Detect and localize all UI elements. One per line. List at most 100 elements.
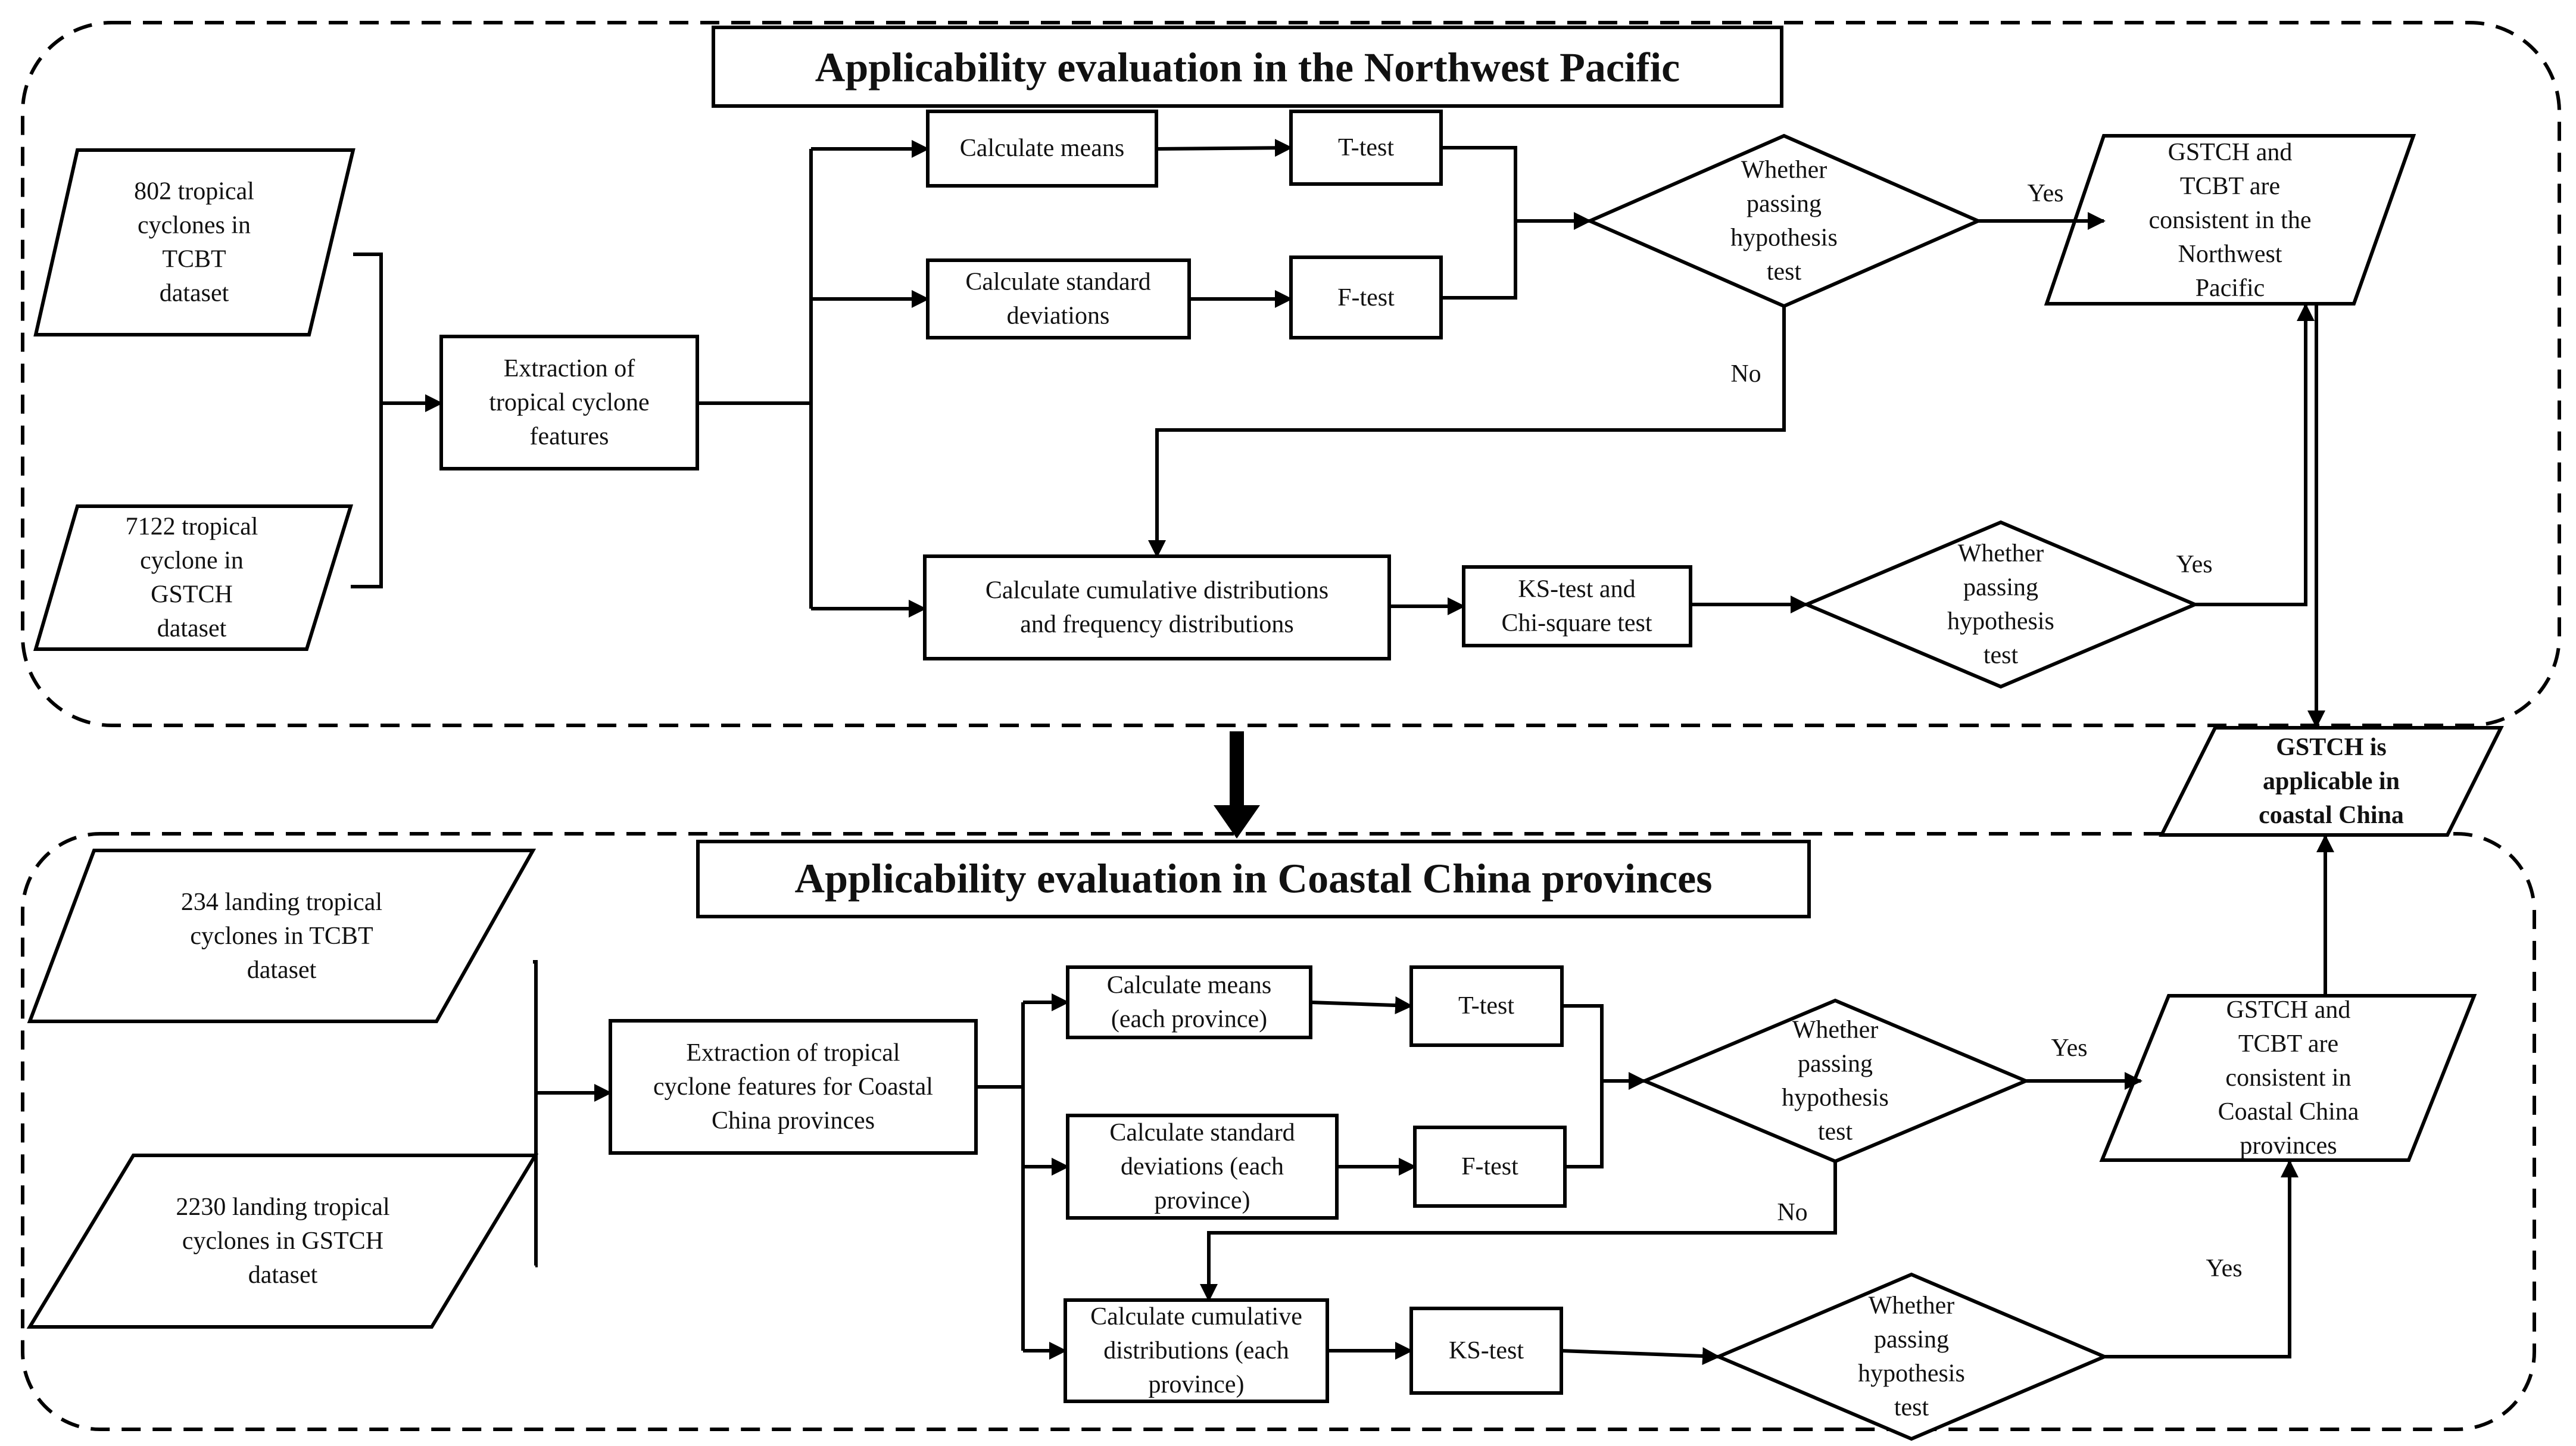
label-line: dataset [157,615,227,643]
label-line: GSTCH [151,581,233,609]
cc-ftest-box: F-test [1413,1126,1567,1208]
label-line: Whether [1958,540,2044,568]
label-line: T-test [1458,992,1514,1020]
nw-arrow-yes-2 [2195,303,2315,606]
label-line: deviations [1007,303,1110,330]
label-line: Coastal China [2218,1098,2359,1126]
label-line: dataset [247,956,317,984]
label-line: distributions (each [1103,1337,1289,1364]
coastal-title: Applicability evaluation in Coastal Chin… [795,856,1713,902]
transition-arrow-shaft [1230,731,1244,809]
label-line: 802 tropical [134,178,254,205]
nw-extract-box: Extraction of tropical cyclone features [439,335,699,470]
label-line: F-test [1337,284,1395,311]
nw-ftest-label: F-test [1337,284,1395,311]
cc-wire-gstch [534,1093,538,1267]
label-line: features [530,423,609,450]
label-line: cyclone features for Coastal [653,1073,933,1101]
label-line: province) [1155,1187,1250,1214]
nw-arrow-means-ttest [1156,139,1293,157]
nw-decision-2-label: Whether passing hypothesis test [1947,540,2054,669]
nw-cumulative-box: Calculate cumulative distributions and fr… [923,554,1391,660]
label-line: consistent in the [2149,207,2312,234]
label-line: test [1984,642,2019,669]
label-line: tropical cyclone [489,389,649,416]
label-line: Calculate means [960,135,1124,162]
nw-decision-2: Whether passing hypothesis test [1802,520,2200,689]
label-line: Extraction of tropical [686,1039,900,1067]
label-line: GSTCH is [2276,734,2387,761]
label-line: TCBT are [2180,173,2280,200]
cc-wire-tcbt [533,960,538,1093]
cc-wire-tests-merge [1562,1004,1604,1168]
label-line: China provinces [712,1107,875,1135]
label-line: Whether [1792,1017,1879,1044]
label-line: Calculate cumulative distributions [986,577,1328,604]
label-line: Extraction of [504,355,635,382]
nw-ttest-box: T-test [1289,110,1443,186]
cc-no-label: No [1777,1199,1807,1226]
label-line: consistent in [2225,1064,2351,1092]
cc-kstest-label: KS-test [1449,1337,1524,1364]
northwest-title: Applicability evaluation in the Northwes… [815,45,1680,91]
nw-cumulative-label: Calculate cumulative distributions and fr… [986,577,1328,638]
nw-arrow-no [1148,306,1786,558]
label-line: Whether [1741,157,1827,184]
label-line: GSTCH and [2226,996,2351,1024]
label-line: Calculate standard [965,269,1150,296]
nw-means-label: Calculate means [960,135,1124,162]
label-line: passing [1747,191,1822,218]
cc-ttest-label: T-test [1458,992,1514,1020]
coastal-title-box [696,840,1811,918]
label-line: cyclones in TCBT [190,923,373,950]
label-line: provinces [2240,1132,2337,1160]
label-line: hypothesis [1947,608,2054,635]
nw-wire-tcbt [353,253,383,403]
label-line: (each province) [1111,1006,1267,1033]
transition-arrow-head [1214,805,1260,839]
label-line: test [1767,258,1802,286]
nw-extract-label: Extraction of tropical cyclone features [489,355,649,450]
label-line: coastal China [2259,802,2404,829]
cc-ftest-label: F-test [1461,1153,1518,1180]
cc-arrow-no [1200,1161,1837,1302]
northwest-region [21,21,2561,727]
label-line: and frequency distributions [1020,611,1294,638]
label-line: Pacific [2195,275,2265,302]
nw-wire-tests-merge [1441,146,1517,300]
label-line: dataset [248,1261,318,1289]
cc-arrow-means-ttest [1310,996,1413,1015]
label-line: passing [1874,1326,1949,1354]
cc-extract-label: Extraction of tropical cyclone features f… [653,1039,933,1135]
coastal-region [21,832,2536,1431]
nw-ftest-box: F-test [1289,255,1443,339]
nw-no-label: No [1730,360,1761,388]
label-line: hypothesis [1782,1084,1889,1112]
nw-yes-2-label: Yes [2176,551,2212,578]
label-line: passing [1963,574,2038,602]
nw-std-label: Calculate standard deviations [965,269,1150,330]
label-line: dataset [160,280,229,307]
